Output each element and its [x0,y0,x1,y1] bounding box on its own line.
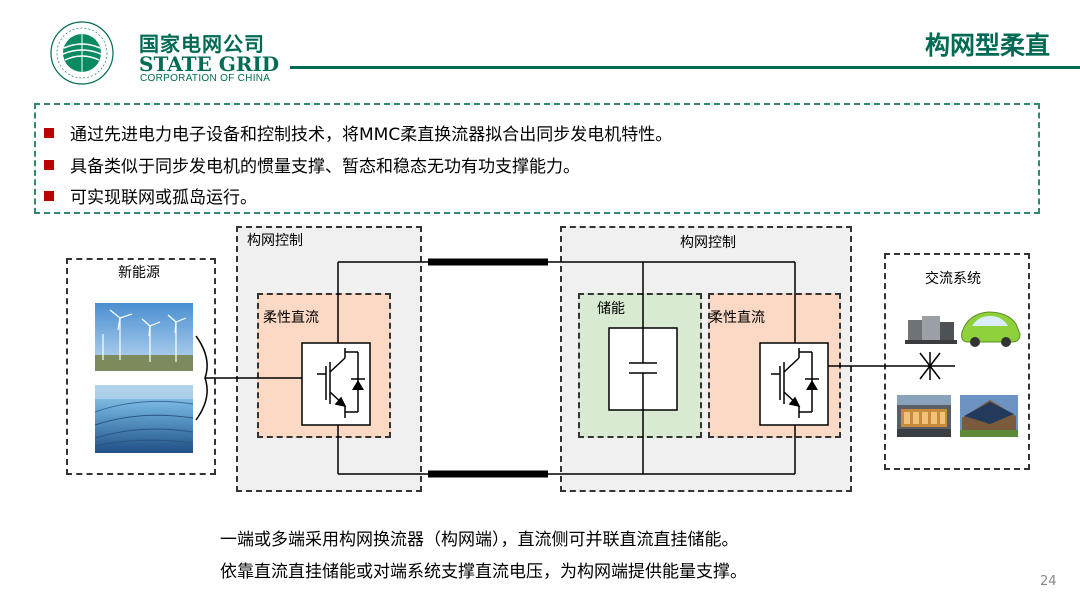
electric-car-photo [962,312,1020,347]
building-photo [897,395,951,437]
igbt-symbol-right [760,343,828,425]
storage-label: 储能 [597,298,625,318]
capacitor-symbol [609,328,677,410]
new-energy-label: 新能源 [118,262,160,282]
ac-system-label: 交流系统 [925,268,981,288]
solar-farm-photo [95,385,193,453]
solar-house-photo [960,395,1018,437]
caption-line: 依靠直流直挂储能或对端系统支撑直流电压，为构网端提供能量支撑。 [220,557,747,582]
igbt-symbol-left [302,343,370,425]
right-control-label: 构网控制 [680,232,736,252]
right-converter-label: 柔性直流 [709,307,765,327]
wind-turbine-photo [95,303,193,371]
page-number: 24 [1040,574,1057,589]
caption-line: 一端或多端采用构网换流器（构网端），直流侧可并联直流直挂储能。 [220,525,739,550]
dc-bus-lines [338,262,795,474]
industrial-load-photo [905,313,957,345]
left-converter-label: 柔性直流 [263,307,319,327]
left-control-label: 构网控制 [247,230,303,250]
